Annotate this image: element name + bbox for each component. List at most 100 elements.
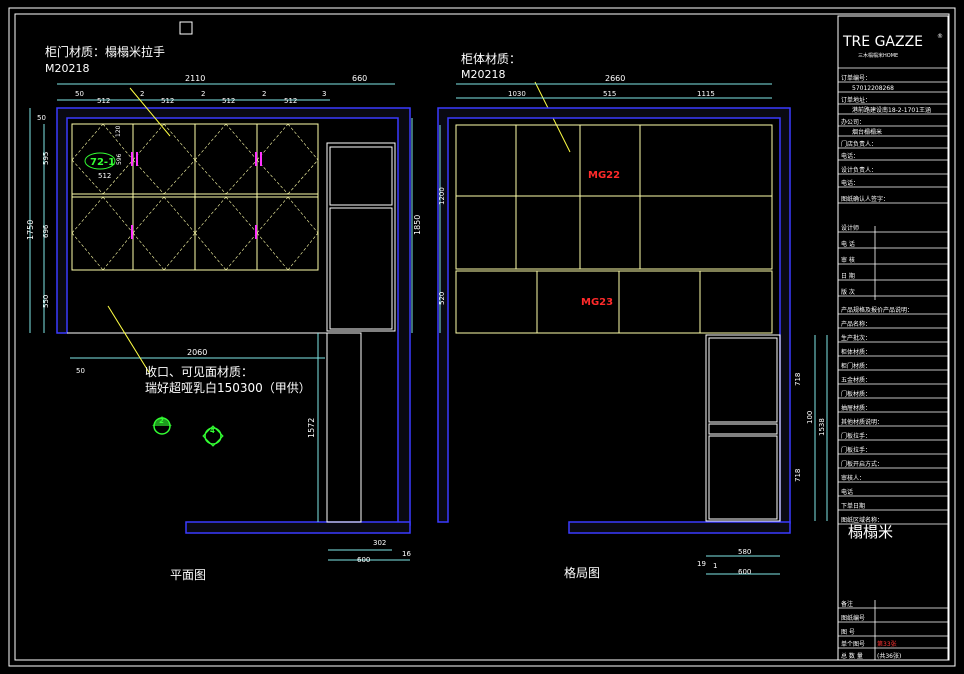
title-block-footer-5-value: (共36张) <box>877 652 901 660</box>
dim-16: 16 <box>402 550 411 558</box>
marker-1-label: 2 <box>159 417 164 425</box>
title-block-footer-4-label: 单个图号 <box>841 640 865 648</box>
title-block-row-2: 生产批次： <box>841 334 871 342</box>
outer-frame <box>8 7 956 667</box>
title-block-review-label: 审 核 <box>841 256 855 264</box>
dim-1572: 1572 <box>307 418 316 438</box>
section-marker-2 <box>152 416 172 435</box>
title-block-row-12: 审核人： <box>841 474 865 482</box>
dim-r-718a: 718 <box>794 373 802 386</box>
brand-logo: TRE GAZZE <box>842 34 923 50</box>
right-wall <box>437 107 791 524</box>
edge-note-1: 收口、可见面材质： <box>145 365 253 379</box>
dim-g1: 2 <box>140 90 144 98</box>
title-block-footer-3: 图 号 <box>841 629 855 636</box>
title-block <box>837 15 949 661</box>
dim-2060: 2060 <box>187 348 207 357</box>
title-block-notes-label: 产品规格及报价产品说明： <box>841 306 913 314</box>
title-block-row-7: 抽屉材质： <box>841 404 871 412</box>
dim-r-s3: 1115 <box>697 90 715 98</box>
left-wall <box>56 107 411 526</box>
title-block-phone3-label: 电 话 <box>841 240 855 248</box>
dim-r-s2: 515 <box>603 90 616 98</box>
title-block-row-13: 电话 <box>841 488 853 496</box>
dim-r-600: 600 <box>738 568 751 576</box>
title-block-row-11: 门板开启方式： <box>841 460 883 468</box>
title-block-phone2-label: 电话： <box>841 179 859 187</box>
title-block-row-8: 其他材质说明： <box>841 418 883 426</box>
dim-r-520: 520 <box>438 292 446 305</box>
brand-reg: ® <box>937 33 943 40</box>
body-material-label: 柜体材质： <box>461 52 521 66</box>
dim-top-total-left: 2110 <box>185 74 205 83</box>
title-block-designer-label: 设计负责人： <box>841 166 877 174</box>
dim-50b: 50 <box>37 114 46 122</box>
title-block-row-3: 柜体材质： <box>841 348 871 356</box>
title-block-row-5: 五金材质： <box>841 376 871 384</box>
title-block-row-9: 门板拉手： <box>841 432 871 440</box>
dim-s4: 512 <box>284 97 297 105</box>
title-block-store-label: 门店负责人： <box>841 140 877 148</box>
dim-r-1538: 1538 <box>818 418 826 436</box>
dim-s3: 512 <box>222 97 235 105</box>
label-mg22: MG22 <box>588 170 620 181</box>
title-block-footer-2: 图纸编号 <box>841 614 865 622</box>
dim-r-total: 2660 <box>605 74 625 83</box>
title-block-dealer: 烟台榻榻米 <box>852 128 882 136</box>
title-block-order-no-label: 订单编号： <box>841 74 871 82</box>
body-material-code: M20218 <box>461 68 505 81</box>
small-square-marker <box>179 21 193 35</box>
upper-cabinet <box>455 124 773 270</box>
title-block-row-4: 柜门材质： <box>841 362 871 370</box>
tall-cabinet <box>326 142 396 332</box>
title-block-footer-4-value: 第33张 <box>877 640 897 648</box>
title-block-order-no: 57012208268 <box>852 85 894 92</box>
dim-inner-512: 512 <box>98 172 111 180</box>
title-block-row-10: 门板拉手： <box>841 446 871 454</box>
title-block-design-label: 设计师 <box>841 224 859 232</box>
dim-r-1200: 1200 <box>438 187 446 205</box>
door-handles <box>131 152 262 239</box>
lower-right-cabinet <box>705 334 781 522</box>
title-block-footer-1: 备注 <box>841 600 853 608</box>
dim-r-580: 580 <box>738 548 751 556</box>
dim-r-1: 1 <box>713 562 717 570</box>
title-block-version-label: 版 次 <box>841 288 855 296</box>
title-block-row-6: 门板材质： <box>841 390 871 398</box>
view-title-plan: 平面图 <box>170 568 206 582</box>
brand-sub: 三木榻榻米HOME <box>858 52 898 59</box>
dim-r-s1: 1030 <box>508 90 526 98</box>
section-marker-4 <box>202 425 224 447</box>
title-block-footer-5-label: 总 数 量 <box>841 652 863 660</box>
dim-g3: 2 <box>262 90 266 98</box>
dim-s2: 512 <box>161 97 174 105</box>
marker-2-label: 4 <box>210 427 215 435</box>
mid-cabinet <box>455 270 773 334</box>
title-block-row-1: 产品名称： <box>841 320 871 328</box>
dim-g2: 2 <box>201 90 205 98</box>
dim-r-718b: 718 <box>794 469 802 482</box>
layout-view-right <box>437 83 828 575</box>
title-block-phone-label: 电话： <box>841 152 859 160</box>
title-block-product-label: 图纸确认人签字： <box>841 195 889 203</box>
dim-inner-120: 120 <box>115 125 122 137</box>
area-name: 榻榻米 <box>848 523 893 541</box>
dim-bottom-50: 50 <box>76 367 85 375</box>
title-block-date-label: 日 期 <box>841 272 855 280</box>
label-mg23: MG23 <box>581 297 613 308</box>
edge-note-2: 瑞好超哑乳白150300（甲供） <box>145 380 311 395</box>
left-floor-wall <box>185 521 411 534</box>
dim-50a: 50 <box>75 90 84 98</box>
dim-302: 302 <box>373 539 386 547</box>
dim-1850: 1850 <box>413 215 422 235</box>
title-block-address: 港前路建设南18-2-1701王涵 <box>852 106 931 114</box>
view-title-layout: 格局图 <box>564 565 600 580</box>
dim-550: 550 <box>42 295 50 308</box>
dim-top-right-left: 660 <box>352 74 367 83</box>
dim-r-100: 100 <box>806 411 814 424</box>
dim-bottom-600: 600 <box>357 556 370 564</box>
dim-end: 3 <box>322 90 326 98</box>
inner-frame <box>14 13 950 661</box>
dim-595: 595 <box>42 152 50 165</box>
